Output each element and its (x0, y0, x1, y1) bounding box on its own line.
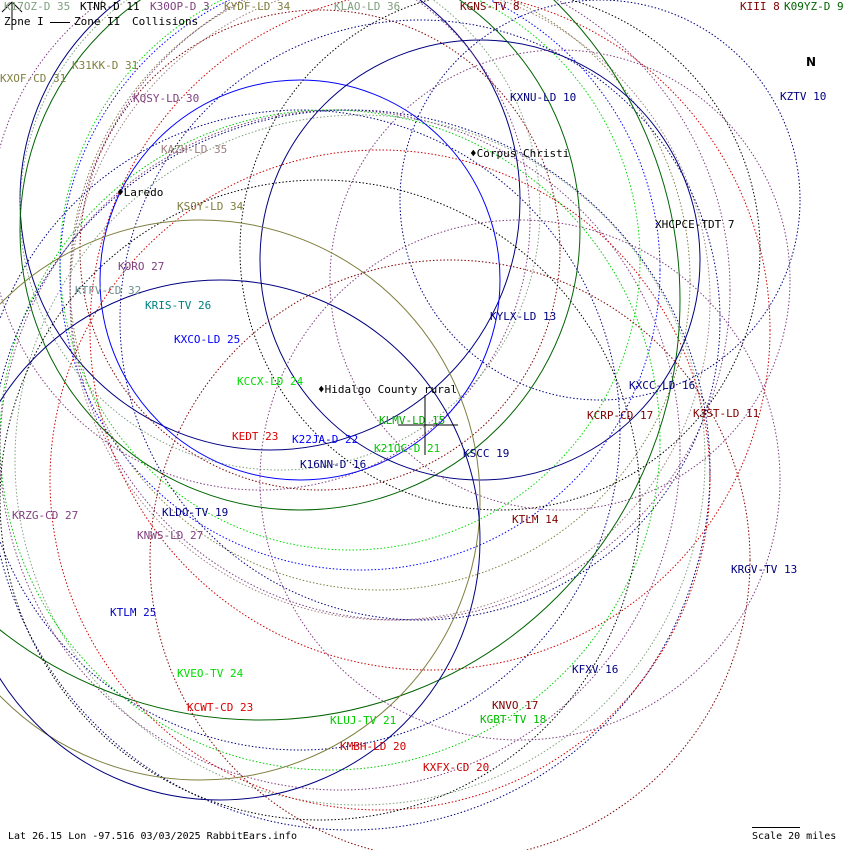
station-label[interactable]: KVEO-TV 24 (177, 667, 244, 680)
legend-zone1: Zone I (4, 15, 44, 28)
station-label[interactable]: KCCX-LD 24 (237, 375, 304, 388)
coverage-contour (0, 109, 661, 771)
station-label[interactable]: KCRP-CD 17 (587, 409, 654, 422)
city-name: Corpus Christi (476, 147, 570, 160)
city-laredo[interactable]: ♦Laredo (117, 186, 164, 199)
coverage-contour (0, 109, 621, 751)
coverage-contour (19, 0, 541, 471)
coverage-contour (69, 0, 691, 591)
station-label[interactable]: KQSY-LD 30 (133, 92, 200, 105)
coverage-contour (0, 0, 681, 721)
location-readout: Lat 26.15 Lon -97.516 03/03/2025 RabbitE… (8, 831, 297, 842)
station-label[interactable]: K22JA-D 22 (292, 433, 359, 446)
scale-bar (752, 827, 800, 828)
crosshair-icon (398, 395, 458, 455)
city-name: Laredo (123, 186, 164, 199)
coverage-contour (239, 0, 761, 511)
station-label[interactable]: KCWT-CD 23 (187, 701, 254, 714)
coverage-contour (49, 149, 711, 811)
station-label[interactable]: KSCC 19 (463, 447, 510, 460)
coverage-contour (69, 0, 731, 621)
city-corpus-christi[interactable]: ♦Corpus Christi (470, 147, 570, 160)
station-label[interactable]: KTLM 25 (110, 606, 157, 619)
station-label[interactable]: K17OZ-D 35 (4, 0, 71, 13)
coverage-contour (19, 0, 581, 511)
coverage-contour (259, 219, 781, 741)
legend-zone2: Zone II (74, 15, 121, 28)
north-arrow-icon (1, 1, 23, 30)
station-label[interactable]: KYLX-LD 13 (490, 310, 557, 323)
coverage-contour (149, 259, 751, 850)
station-label[interactable]: KTNR-D 11 (80, 0, 140, 13)
coverage-contour (0, 279, 481, 801)
coverage-contour (14, 114, 706, 806)
station-label[interactable]: KLAO-LD 36 (334, 0, 401, 13)
station-label[interactable]: KIII 8 (740, 0, 780, 13)
station-label[interactable]: K21OC-D 21 (374, 442, 441, 455)
coverage-contour (0, 179, 641, 821)
coverage-contour (0, 109, 681, 791)
station-label[interactable]: KJST-LD 11 (693, 407, 760, 420)
station-label[interactable]: XHCPCE-TDT 7 (655, 218, 735, 231)
station-label[interactable]: KZTV 10 (780, 90, 827, 103)
north-label: N (806, 55, 817, 69)
coverage-contour (329, 49, 791, 511)
station-label[interactable]: KSOY-LD 34 (177, 200, 244, 213)
coverage-contour (399, 0, 801, 401)
station-label[interactable]: KYDF-LD 34 (224, 0, 291, 13)
station-label[interactable]: KNVO 17 (492, 699, 539, 712)
station-label[interactable]: KRIS-TV 26 (145, 299, 212, 312)
station-label[interactable]: KXCC-LD 16 (629, 379, 696, 392)
station-label[interactable]: K31KK-D 31 (72, 59, 139, 72)
station-label[interactable]: KGNS-TV 8 (460, 0, 520, 13)
station-label[interactable]: KRZG-CD 27 (12, 509, 79, 522)
station-label[interactable]: KXFX-CD 20 (423, 761, 490, 774)
legend-zone2-line (50, 22, 70, 23)
station-label[interactable]: KMBH-LD 20 (340, 740, 407, 753)
station-label[interactable]: KGBT-TV 18 (480, 713, 547, 726)
coverage-contour (59, 0, 661, 571)
station-label[interactable]: KORO 27 (118, 260, 165, 273)
station-label[interactable]: KFXV 16 (572, 663, 619, 676)
coverage-contour (119, 19, 721, 621)
station-label[interactable]: KLUJ-TV 21 (330, 714, 397, 727)
station-label[interactable]: KTFV-CD 32 (75, 284, 142, 297)
station-label[interactable]: KAZH-LD 35 (161, 143, 228, 156)
station-label[interactable]: KNWS-LD 27 (137, 529, 204, 542)
coverage-contour (99, 79, 501, 481)
station-label[interactable]: KEDT 23 (232, 430, 279, 443)
station-label[interactable]: KLDO-TV 19 (162, 506, 229, 519)
station-label[interactable]: KXNU-LD 10 (510, 91, 577, 104)
coverage-contour (0, 219, 481, 781)
station-label[interactable]: K30OP-D 3 (150, 0, 210, 13)
station-label[interactable]: KXCO-LD 25 (174, 333, 241, 346)
city-hidalgo-county-rural[interactable]: ♦Hidalgo County rural (318, 383, 458, 396)
city-name: Hidalgo County rural (324, 383, 458, 396)
station-label[interactable]: KTLM 14 (512, 513, 559, 526)
scale-label: Scale 20 miles (752, 831, 837, 842)
legend-collisions: Collisions (132, 15, 199, 28)
coverage-contour (89, 0, 771, 671)
station-label[interactable]: KLMV-LD 15 (379, 414, 446, 427)
station-label[interactable]: KRGV-TV 13 (731, 563, 798, 576)
station-label[interactable]: K16NN-D 16 (300, 458, 367, 471)
coverage-contour (79, 9, 561, 491)
station-label[interactable]: KXOF-CD 31 (0, 72, 67, 85)
station-label[interactable]: K09YZ-D 9 (784, 0, 844, 13)
